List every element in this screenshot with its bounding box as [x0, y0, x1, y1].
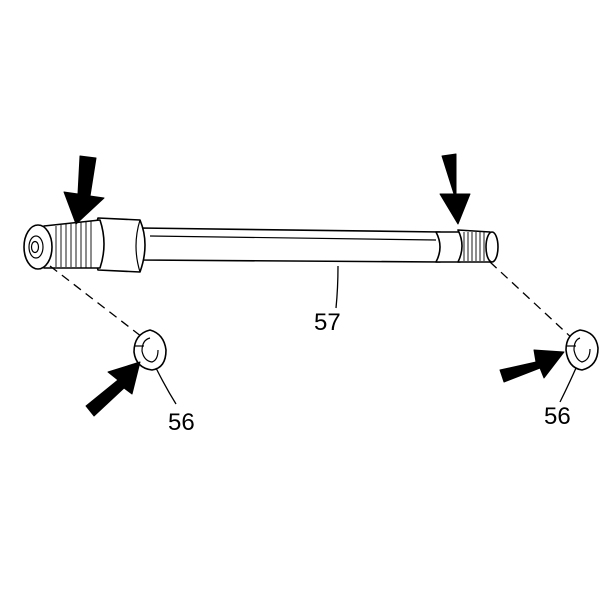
- center-bore-left: [28, 235, 44, 259]
- snap-ring-right: [565, 329, 599, 371]
- snap-ring-left: [133, 329, 167, 371]
- callout-ring-left-56: 56: [168, 409, 195, 436]
- arrow-icon: [499, 349, 565, 383]
- spline-left-teeth: [55, 221, 92, 268]
- spline-right-teeth: [463, 232, 485, 261]
- callout-ring-right-56: 56: [544, 403, 571, 430]
- shaft-end-face-right: [485, 231, 499, 263]
- shaft-highlight: [149, 235, 437, 241]
- arrow-icon: [63, 155, 105, 225]
- leader-ring-left: [155, 367, 177, 405]
- shaft: [23, 217, 499, 273]
- shaft-body: [139, 227, 444, 263]
- assembly-line-right: [489, 261, 575, 341]
- collar-edge: [135, 219, 141, 273]
- leader-ring-right: [559, 367, 577, 403]
- arrow-icon: [439, 153, 471, 225]
- arrow-icon: [85, 361, 141, 417]
- callout-shaft-57: 57: [314, 309, 341, 336]
- assembly-line-left: [49, 265, 147, 341]
- leader-shaft: [335, 265, 339, 309]
